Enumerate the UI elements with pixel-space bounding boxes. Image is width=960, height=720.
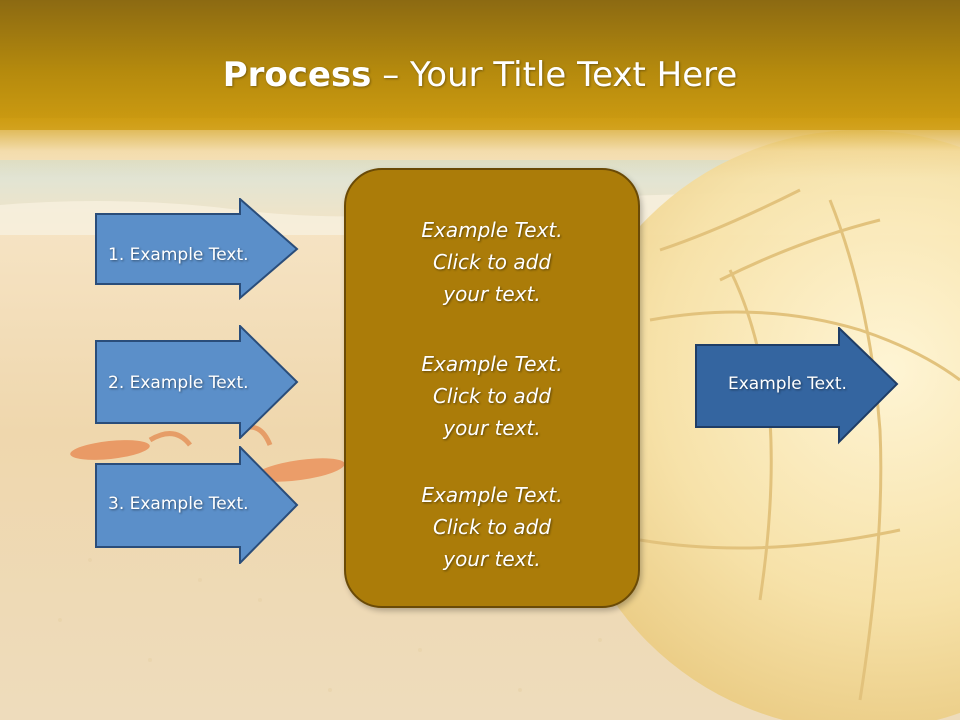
slide-title-bold: Process	[222, 55, 372, 95]
block-1-line-1: Example Text.	[421, 218, 563, 242]
slide-title: Process – Your Title Text Here	[0, 52, 960, 98]
result-arrow: Example Text.	[695, 327, 900, 445]
block-3-line-2: Click to add	[432, 515, 552, 539]
result-arrow-shape	[695, 327, 899, 445]
arrow-1-shape	[95, 198, 299, 300]
flip-flops-image	[70, 424, 345, 482]
title-bar	[0, 0, 960, 130]
block-1-line-2: Click to add	[432, 250, 552, 274]
process-arrow-1: 1. Example Text.	[95, 198, 300, 300]
result-arrow-label: Example Text.	[728, 374, 847, 394]
arrow-2-label: 2. Example Text.	[108, 373, 249, 393]
block-3-line-1: Example Text.	[421, 483, 563, 507]
block-2-line-1: Example Text.	[421, 352, 563, 376]
center-text-block-3: Example Text. Click to add your text.	[346, 479, 638, 575]
process-arrow-2: 2. Example Text.	[95, 325, 300, 439]
center-text-block-2: Example Text. Click to add your text.	[346, 348, 638, 444]
center-text-box: Example Text. Click to add your text. Ex…	[344, 168, 640, 608]
center-text-block-1: Example Text. Click to add your text.	[346, 214, 638, 310]
slide-title-rest: – Your Title Text Here	[371, 55, 738, 95]
arrow-3-label: 3. Example Text.	[108, 494, 249, 514]
block-2-line-3: your text.	[443, 416, 541, 440]
block-2-line-2: Click to add	[432, 384, 552, 408]
block-1-line-3: your text.	[443, 282, 541, 306]
arrow-1-label: 1. Example Text.	[108, 245, 249, 265]
arrow-2-shape	[95, 325, 299, 439]
process-arrow-3: 3. Example Text.	[95, 446, 300, 564]
arrow-3-shape	[95, 446, 299, 564]
block-3-line-3: your text.	[443, 547, 541, 571]
